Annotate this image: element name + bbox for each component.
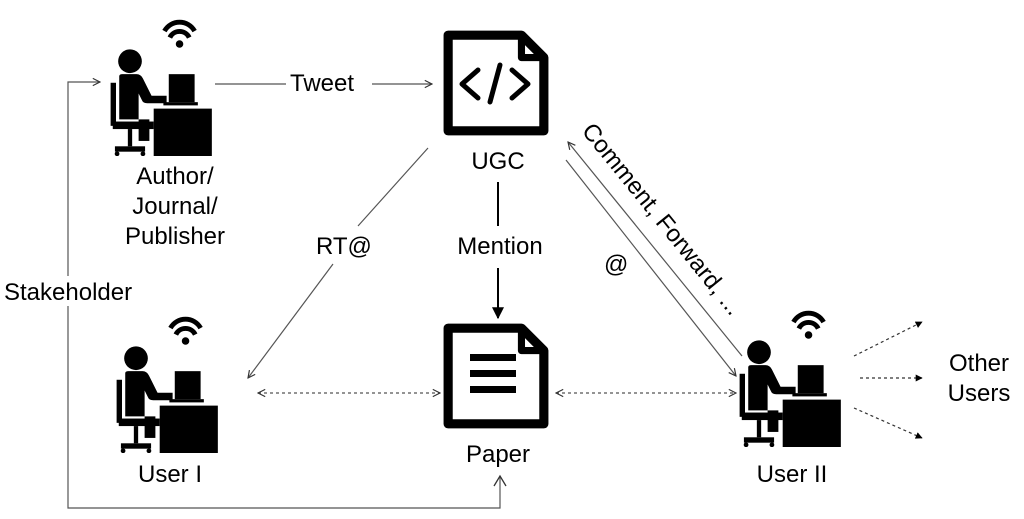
user-two-icon — [740, 313, 841, 447]
document-file-icon — [448, 328, 544, 424]
tweet-label: Tweet — [290, 70, 355, 97]
stakeholder-loop-bottom — [67, 306, 501, 509]
author-icon — [111, 22, 212, 156]
at-edge-line — [565, 159, 736, 376]
stakeholder-label: Stakeholder — [4, 279, 133, 306]
author-label-line: Publisher — [124, 223, 226, 250]
rt-label: RT@ — [316, 233, 372, 260]
other-users-arrow-down — [853, 407, 923, 439]
ugc-label: UGC — [471, 148, 525, 175]
user-two-label: User II — [756, 461, 828, 488]
code-file-icon — [448, 35, 544, 131]
rt-edge-line-b — [248, 263, 334, 378]
other-users-arrow-up — [853, 321, 923, 357]
other-users-label: Other Users — [934, 349, 1024, 409]
stakeholder-arrowhead-paper — [493, 474, 507, 487]
other-users-label-line: Users — [947, 380, 1011, 407]
rt-edge-line-a — [357, 147, 429, 227]
author-label-line: Author/ — [136, 163, 214, 190]
other-users-label-line: Other — [948, 350, 1010, 377]
user-one-icon — [117, 319, 218, 453]
author-label: Author/ Journal/ Publisher — [100, 162, 250, 252]
mention-label: Mention — [457, 233, 543, 260]
comment-forward-label: Comment, Forward, ... — [576, 118, 747, 321]
at-label: @ — [604, 251, 629, 278]
stakeholder-loop-top — [67, 82, 100, 276]
user-one-label: User I — [137, 461, 202, 488]
comment-edge-line — [568, 142, 743, 357]
paper-label: Paper — [465, 441, 531, 468]
author-label-line: Journal/ — [132, 193, 218, 220]
